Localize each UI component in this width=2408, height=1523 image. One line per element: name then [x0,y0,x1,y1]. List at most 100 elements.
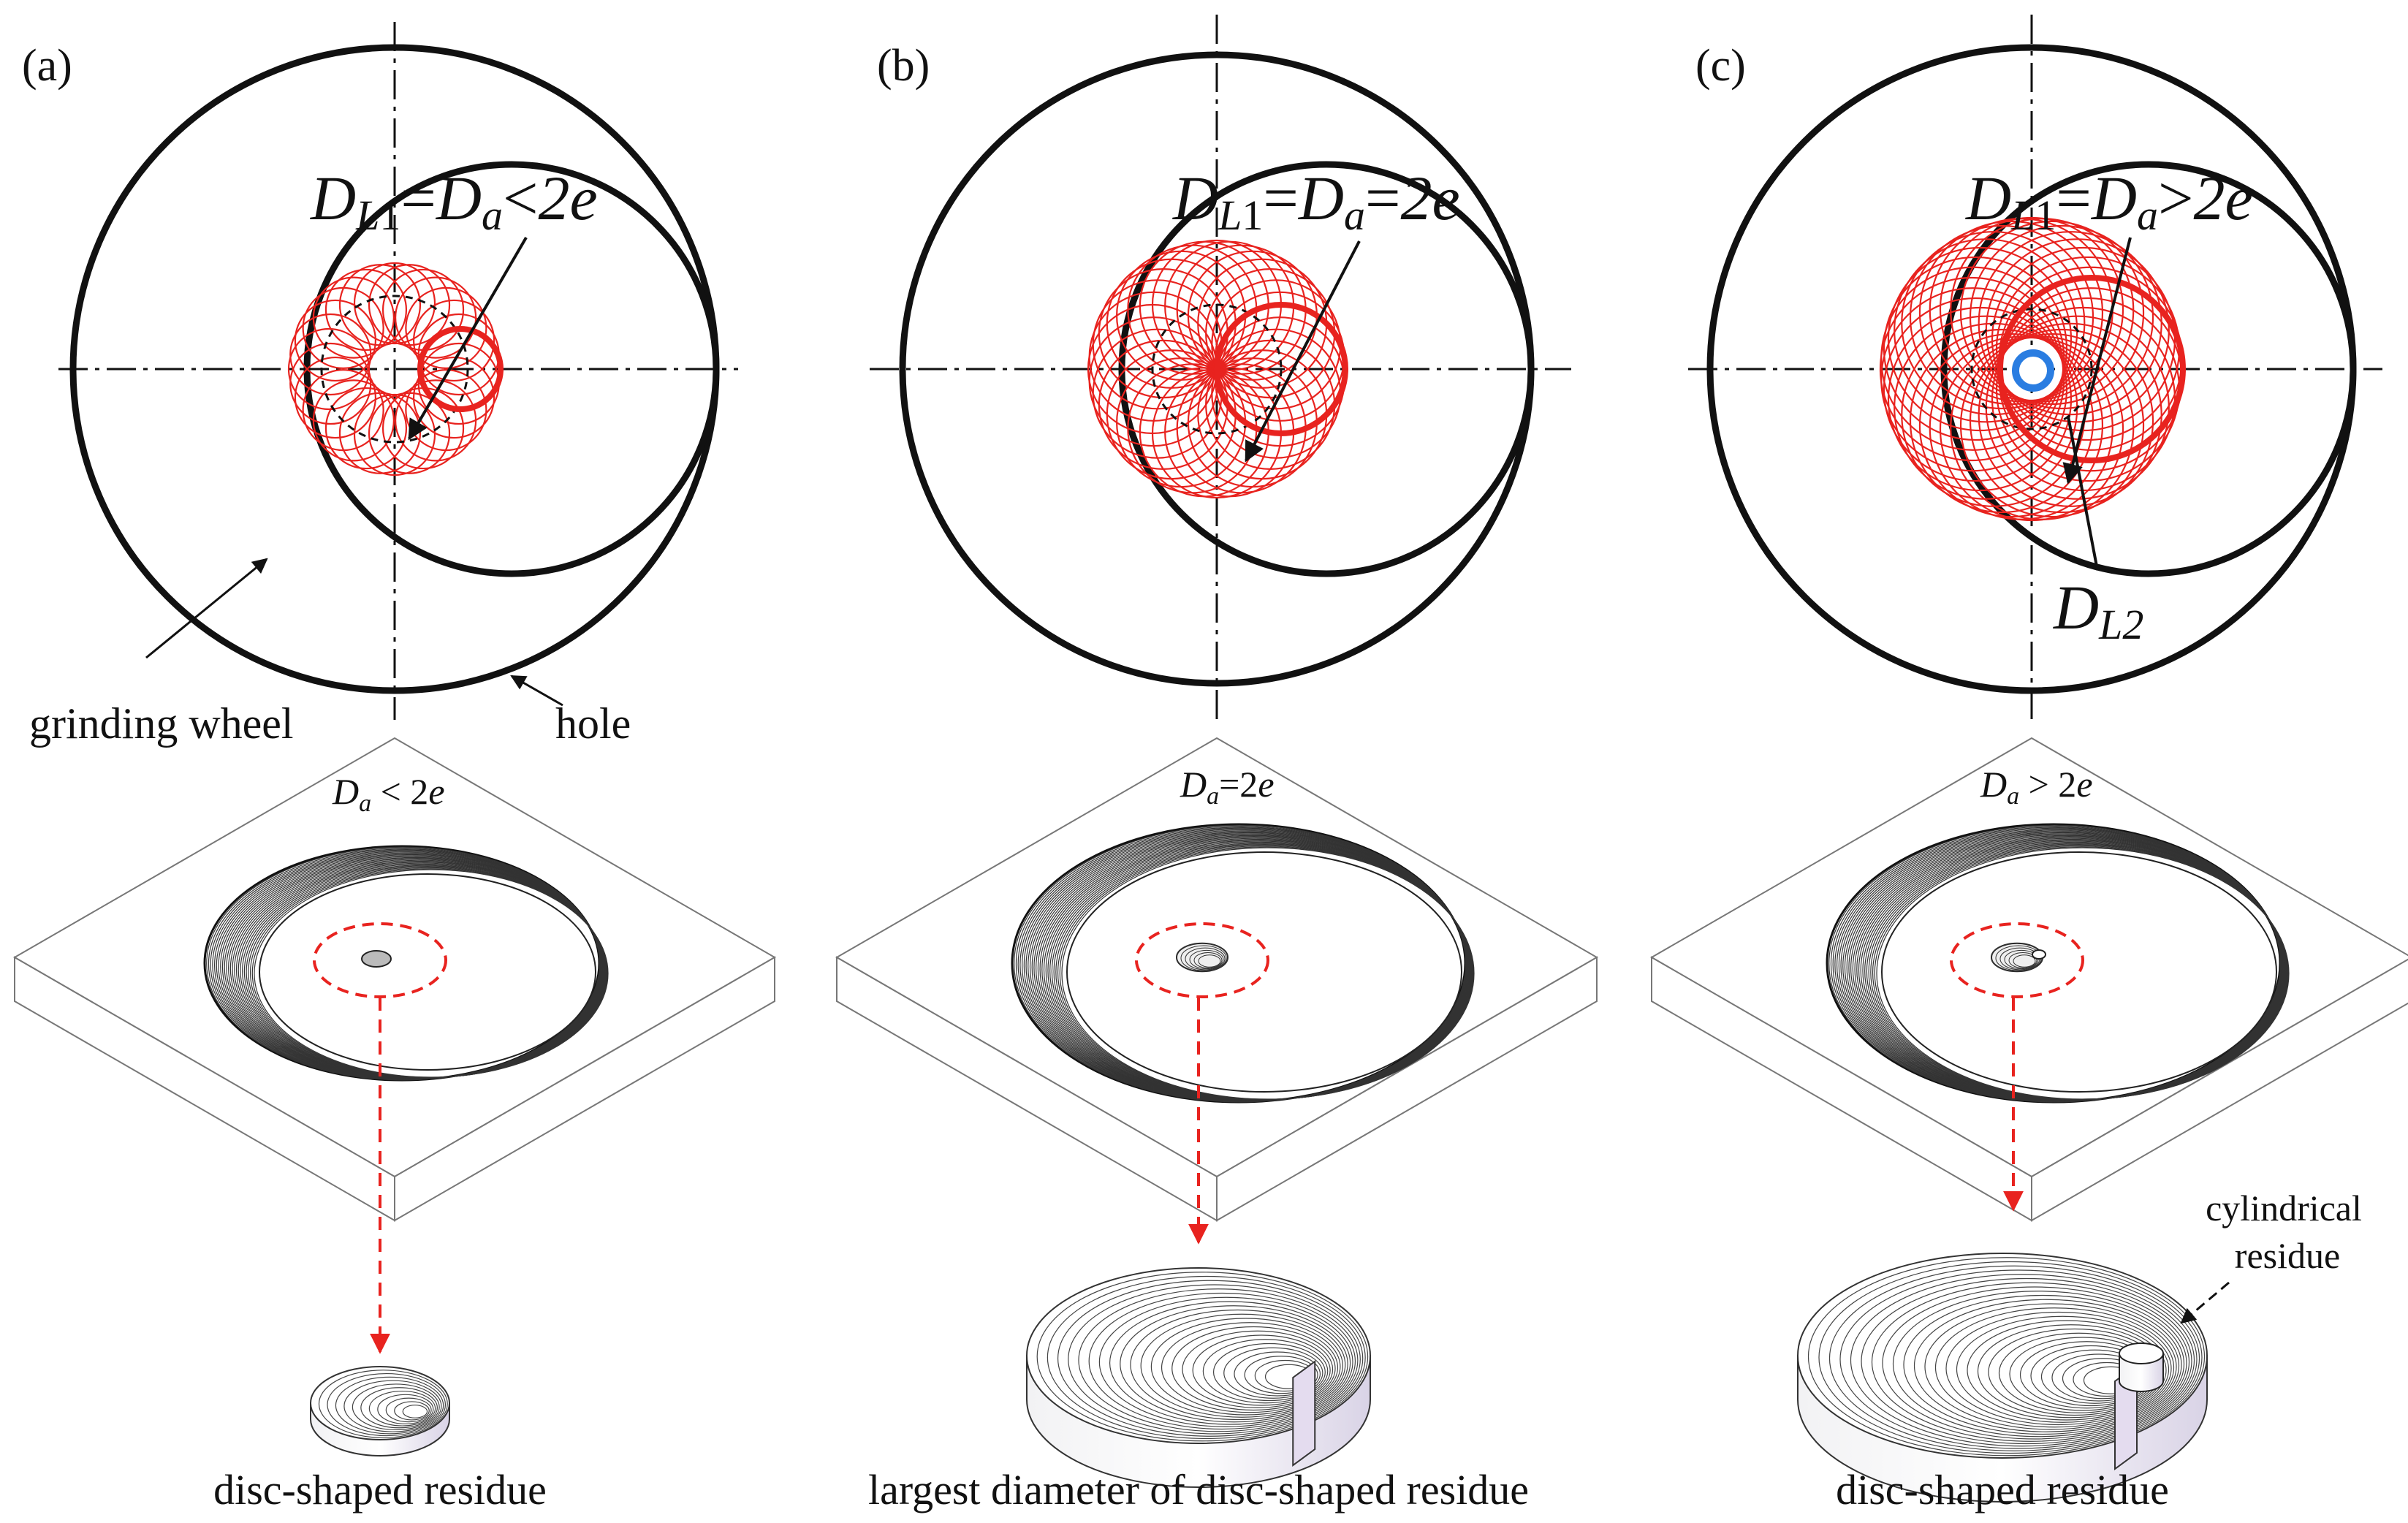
equation-a: DL1=Da<2e [310,163,598,239]
residue-contour [1924,1303,2177,1430]
trajectory-pattern [1087,239,1347,499]
residue-contour [385,1397,432,1423]
equation-b: DL1=Da=2e [1172,163,1460,239]
plate-label-c: Da > 2e [1980,764,2093,810]
panel-label-c: (c) [1695,41,1746,91]
residue-contour [1109,1301,1351,1425]
residue-contour [318,1370,448,1438]
residue-contour [1818,1261,2203,1454]
residue-contour [327,1372,447,1437]
residue-contour [368,1390,436,1427]
dashed-ellipse [1950,922,2084,998]
residue-contour [1934,1307,2175,1428]
plates-row [12,737,2408,1354]
residue-contour [1182,1330,1334,1408]
residue-contour [402,1405,428,1418]
residue-contour [1244,1356,1318,1394]
residue-contour [1234,1351,1321,1397]
residue-contour [1839,1269,2198,1449]
small-residue-contour [2008,952,2037,968]
residue-contour [1150,1318,1341,1416]
residue-contour [1807,1257,2206,1456]
arrow-icon [145,558,268,659]
residue-contour [377,1394,434,1424]
trajectory-circle [1909,224,2094,410]
trajectory-circle [368,392,451,474]
small-residue-contour [1176,943,1228,972]
cylindrical-residue-label-2: residue [2235,1235,2340,1276]
small-residue-contour [1180,945,1227,971]
tool-circle-highlight [417,326,504,412]
panel-b: (b) DL1=Da=2e [870,15,1571,720]
trajectory-circle [312,276,395,359]
residue-contour [352,1383,440,1431]
residues-row [310,1253,2208,1503]
trajectory-circle [1211,279,1342,410]
trajectory-circle [412,356,495,439]
residue-contour [1913,1299,2180,1432]
residue-contour [1882,1286,2187,1440]
eccentric-path-circle [1970,308,2093,430]
panel-label-b: (b) [877,41,930,91]
residue-contour [1192,1334,1331,1406]
leader-line [2067,416,2099,571]
eccentric-path-circle [320,295,469,444]
plate-right-face [2031,958,2408,1222]
tool-circle-highlight [1997,275,2186,463]
residue-contour [335,1376,444,1435]
leader-arrow-icon [1245,240,1361,463]
eccentric-path-circle [1151,303,1283,435]
residue-contour [1956,1315,2170,1423]
small-residue-contour [1185,947,1226,971]
residue-contour [1057,1280,1364,1437]
residue-contour [1223,1347,1323,1399]
hole-floor [259,873,596,1071]
residue-contour [1892,1291,2185,1437]
small-residue-contour [2004,949,2039,970]
trajectory-circle [1887,246,2073,432]
trajectory-circle [353,262,436,345]
leader-arrow-icon [408,236,528,441]
equation-c: DL1=Da>2e [1965,163,2253,239]
dl2-label: DL2 [2053,572,2143,648]
panel-a: (a) DL1=Da<2e grinding wheel hole [22,22,738,748]
dashed-ellipse [1135,922,1269,998]
inner-residue-circle [2012,349,2054,392]
residue-contour [1161,1322,1339,1413]
small-residue-contour [2013,954,2036,968]
residue-contour [1945,1311,2172,1426]
trajectory-circle [405,286,487,369]
residue-contour [1967,1320,2167,1421]
residue-contour [1036,1272,1369,1442]
residue-contour [1130,1309,1346,1421]
plate-right-face [394,956,775,1222]
cylindrical-residue-mini [2032,949,2046,960]
residue-contour [1171,1326,1336,1411]
residue-contour [1212,1342,1326,1402]
leader-arrow-icon [2062,237,2132,485]
residue-contour [1047,1275,1366,1440]
hole-floor [1066,851,1462,1093]
small-residue [361,950,392,968]
trajectory-circle [395,379,477,462]
residue-contour [343,1380,442,1432]
panel-c: (c) DL1=Da>2e DL2 [1688,15,2382,720]
trajectory-circle [1959,220,2145,406]
small-residue-contour [1198,954,1221,968]
plate-label-a: Da < 2e [332,771,445,817]
residue-contour [1078,1288,1359,1432]
tool-circle-highlight [1214,302,1348,436]
dashed-arrow-icon [2180,1281,2230,1324]
trajectory-circle [302,369,384,452]
trajectory-circle [381,268,465,352]
trajectory-circle [1918,333,2104,518]
residue-contour [1098,1296,1353,1427]
trajectory-circle [289,342,372,425]
caption-a: disc-shaped residue [213,1466,547,1513]
trajectory-circle [324,268,408,352]
hole-floor [1881,851,2277,1093]
trajectory-circle [412,299,495,382]
residue-contour [1903,1294,2182,1435]
trajectory-circle [287,327,371,411]
